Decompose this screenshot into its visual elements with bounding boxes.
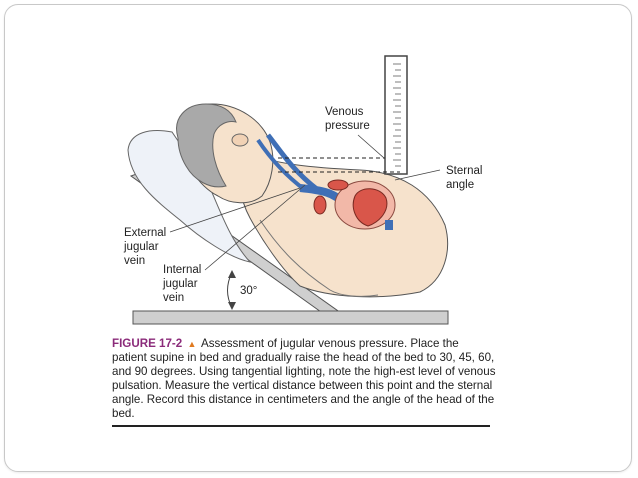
bed-base (132, 310, 449, 325)
arm (259, 219, 379, 297)
heart (352, 188, 388, 227)
label-external-jugular-2: jugular (123, 241, 159, 253)
sternal-angle-leader (394, 169, 441, 181)
torso (238, 149, 448, 298)
figure-number: FIGURE 17-2 (112, 337, 183, 350)
aorta (327, 179, 349, 191)
caption-text: Assessment of jugular venous pressure. P… (112, 337, 496, 421)
angle-arrow-bottom (228, 302, 236, 310)
internal-jugular-leader (204, 184, 306, 271)
angle-arrow-top (228, 270, 236, 278)
label-external-jugular-3: vein (124, 255, 145, 267)
label-venous-pressure-1: Venous (325, 106, 364, 118)
external-jugular-vein (256, 138, 307, 192)
atrium (313, 195, 327, 215)
internal-jugular-vein (266, 133, 320, 192)
slide-frame (4, 4, 632, 472)
label-angle: 30° (240, 285, 257, 297)
ruler-ticks (393, 63, 401, 167)
triangle-icon: ▲ (187, 339, 197, 349)
label-external-jugular-1: External (124, 227, 166, 239)
external-jugular-leader (169, 187, 301, 233)
ruler (384, 55, 408, 175)
label-sternal-angle-2: angle (446, 179, 474, 191)
ear (231, 133, 249, 147)
figure-caption: FIGURE 17-2 ▲ Assessment of jugular veno… (112, 337, 496, 422)
label-sternal-angle-1: Sternal (446, 165, 482, 177)
vein-end (385, 220, 393, 230)
label-internal-jugular-2: jugular (162, 278, 198, 290)
label-internal-jugular-3: vein (163, 292, 184, 304)
caption-rule (112, 425, 490, 427)
hair (176, 103, 237, 188)
pillow (127, 130, 252, 263)
venous-pressure-leader (357, 134, 385, 159)
label-venous-pressure-2: pressure (325, 120, 370, 132)
label-internal-jugular-1: Internal (163, 264, 201, 276)
